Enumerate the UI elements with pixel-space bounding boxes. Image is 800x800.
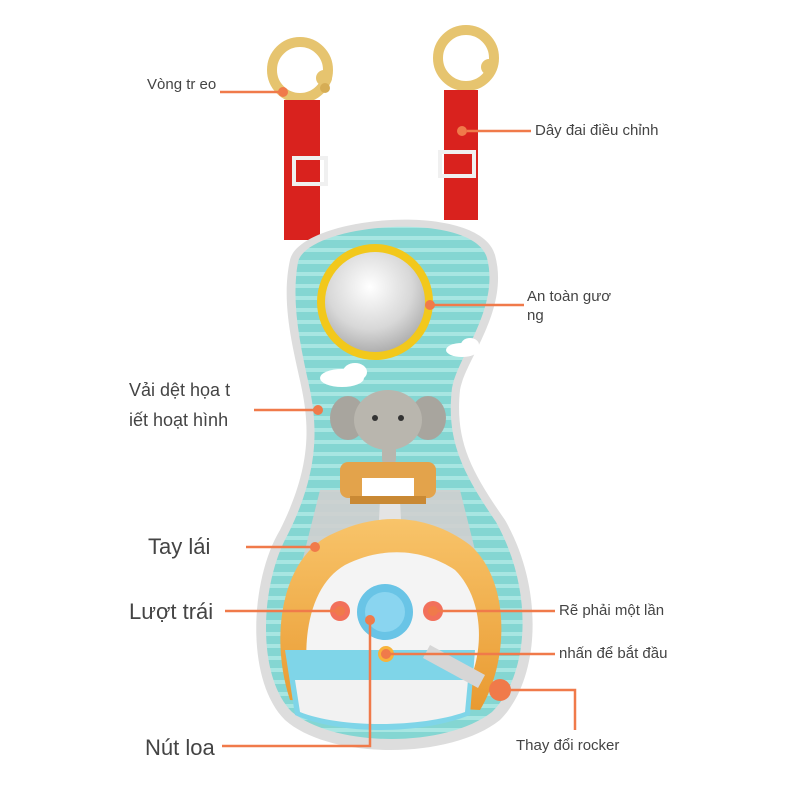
safety-mirror-label: An toàn gươ ng: [527, 288, 612, 324]
cartoon-fabric-label: Vải dệt họa t iết hoạt hình: [129, 380, 231, 430]
car-icon: [340, 462, 436, 504]
speaker-icon: [357, 584, 413, 640]
hanging-ring-label: Vòng tr eo: [147, 76, 217, 93]
strap-icon: [284, 90, 478, 240]
rocker-change-label: Thay đổi rocker: [516, 737, 620, 754]
elephant-icon: [330, 390, 446, 466]
press-start-label: nhấn để bắt đầu: [559, 645, 668, 662]
speaker-button-label: Nút loa: [145, 735, 215, 760]
hanging-ring-icon: [433, 25, 499, 91]
mirror-icon: [317, 244, 433, 360]
steering-wheel-label: Tay lái: [148, 534, 211, 559]
turn-left-label: Lượt trái: [129, 599, 214, 624]
turn-right-label: Rẽ phải một lần: [559, 602, 665, 619]
hanging-ring-icon: [267, 37, 333, 103]
adjustable-strap-label: Dây đai điều chỉnh: [535, 122, 659, 139]
callout-lines: [220, 90, 577, 748]
